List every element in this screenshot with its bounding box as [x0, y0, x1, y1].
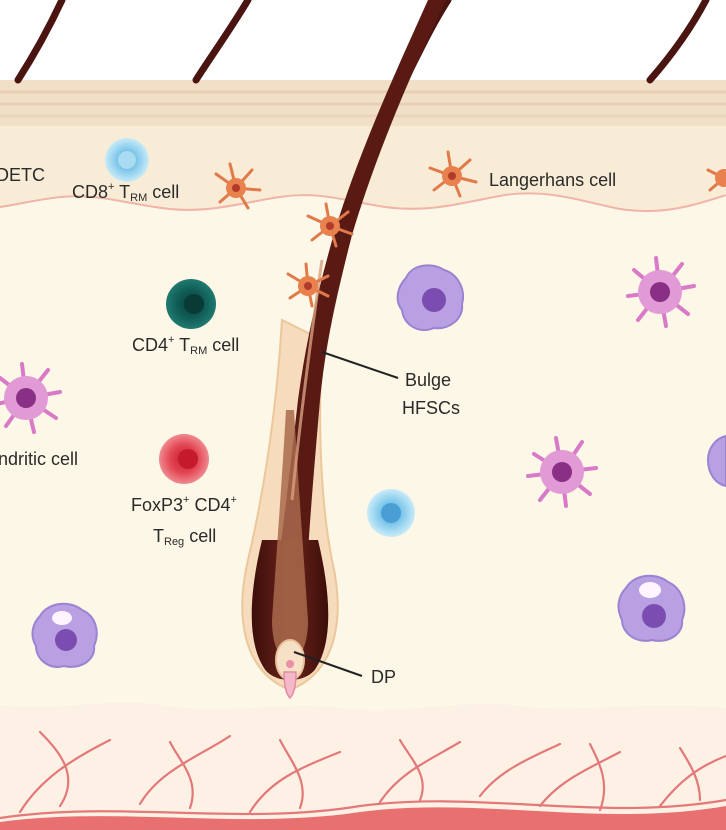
label-dendritic-cell: ndritic cell: [0, 449, 78, 469]
leader-lines: [293, 351, 399, 677]
langerhans-cell-epidermis-2: [428, 150, 478, 198]
label-foxp3-cd4: FoxP3+ CD4+: [131, 494, 237, 515]
cd8-trm-cell-epidermis: [105, 138, 149, 182]
macrophage-cell-3: [617, 574, 686, 642]
macrophage-cell-2: [31, 602, 98, 668]
label-bulge: Bulge: [405, 370, 451, 390]
lower-dermis: [0, 702, 726, 830]
treg-cell: [159, 434, 209, 484]
bulge-leader-line: [321, 351, 399, 379]
inner-root-sheath: [272, 410, 308, 662]
dermis: [0, 194, 726, 830]
label-treg-cell: TReg cell: [153, 526, 216, 548]
langerhans-cell-bulge-1: [306, 202, 354, 248]
label-langerhans: Langerhans cell: [489, 170, 616, 190]
vessel-bottom: [0, 806, 726, 830]
dendritic-cell-right-mid: [526, 436, 598, 508]
langerhans-cell-epidermis-1: [214, 162, 262, 210]
hair-core: [290, 259, 324, 501]
macrophage-cell-1: [396, 264, 464, 331]
dermal-papilla: [275, 639, 305, 700]
macrophage-cell-edge: [706, 434, 726, 488]
cd8-trm-cell-dermis: [367, 489, 415, 537]
langerhans-cell-bulge-2: [286, 262, 330, 308]
label-cd8-trm: CD8+ TRM cell: [72, 181, 179, 204]
dp-leader-line: [293, 651, 363, 677]
dendritic-cell-left: [0, 362, 62, 434]
langerhans-cell-edge: [706, 168, 726, 192]
stratum-corneum: [0, 80, 726, 126]
label-cd4-trm: CD4+ TRM cell: [132, 334, 239, 357]
dendritic-cell-right-top: [626, 256, 696, 328]
background-top: [0, 0, 726, 80]
blood-vessels: [0, 730, 726, 820]
cd4-trm-cell: [166, 279, 216, 329]
label-hfscs: HFSCs: [402, 398, 460, 418]
label-dp: DP: [371, 667, 396, 687]
label-detc: DETC: [0, 165, 45, 185]
